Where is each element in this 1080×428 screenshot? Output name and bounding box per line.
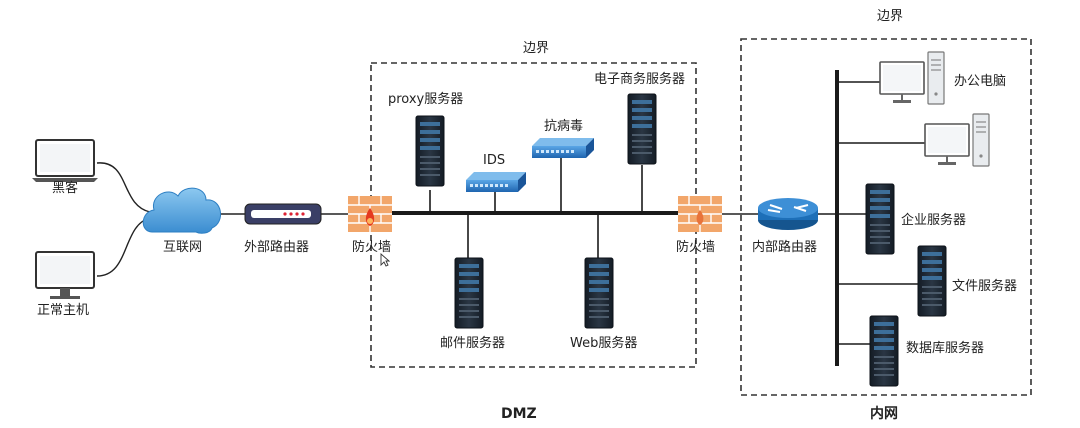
mail-server-label: 邮件服务器 [440,336,506,351]
database-server-icon [869,315,899,387]
hacker-label: 黑客 [52,181,79,196]
mouse-cursor-icon [380,253,390,267]
office-pc-label: 办公电脑 [954,74,1007,89]
office-pc-2-icon [924,113,990,167]
proxy-server-icon [415,115,445,187]
enterprise-server-label: 企业服务器 [901,213,967,228]
ids-label: IDS [483,153,506,168]
dmz-boundary-label: 边界 [523,41,550,56]
normal-host-label: 正常主机 [37,303,90,318]
antivirus-device-icon [532,138,594,158]
antivirus-label: 抗病毒 [544,119,584,134]
inner-firewall-label: 防火墙 [676,240,716,255]
internet-label: 互联网 [163,240,203,255]
intranet-zone-label: 内网 [870,406,898,422]
file-server-icon [917,245,947,317]
normal-host-laptop-icon [35,251,95,299]
proxy-server-label: proxy服务器 [388,92,464,107]
database-server-label: 数据库服务器 [906,341,985,356]
hacker-laptop-icon [32,139,98,182]
file-server-label: 文件服务器 [952,279,1018,294]
internal-router-icon [758,198,818,230]
internet-cloud-icon [142,187,221,234]
mail-server-icon [454,257,484,329]
dmz-zone-label: DMZ [501,406,537,422]
outer-firewall-icon [347,195,393,233]
ecommerce-server-label: 电子商务服务器 [594,72,686,87]
external-router-icon [244,203,322,225]
intranet-backbone [818,70,925,366]
web-server-label: Web服务器 [570,336,638,351]
dmz-backbone [392,158,678,258]
ecommerce-server-icon [627,93,657,165]
ids-device-icon [466,172,526,192]
internal-router-label: 内部路由器 [752,240,818,255]
intranet-zone-boundary [740,38,1032,396]
intranet-boundary-label: 边界 [877,9,904,24]
outer-firewall-label: 防火墙 [352,240,392,255]
external-router-label: 外部路由器 [244,240,310,255]
enterprise-server-icon [865,183,895,255]
network-links [96,162,758,277]
web-server-icon [584,257,614,329]
inner-firewall-icon [677,195,723,233]
office-pc-icon [879,51,945,105]
